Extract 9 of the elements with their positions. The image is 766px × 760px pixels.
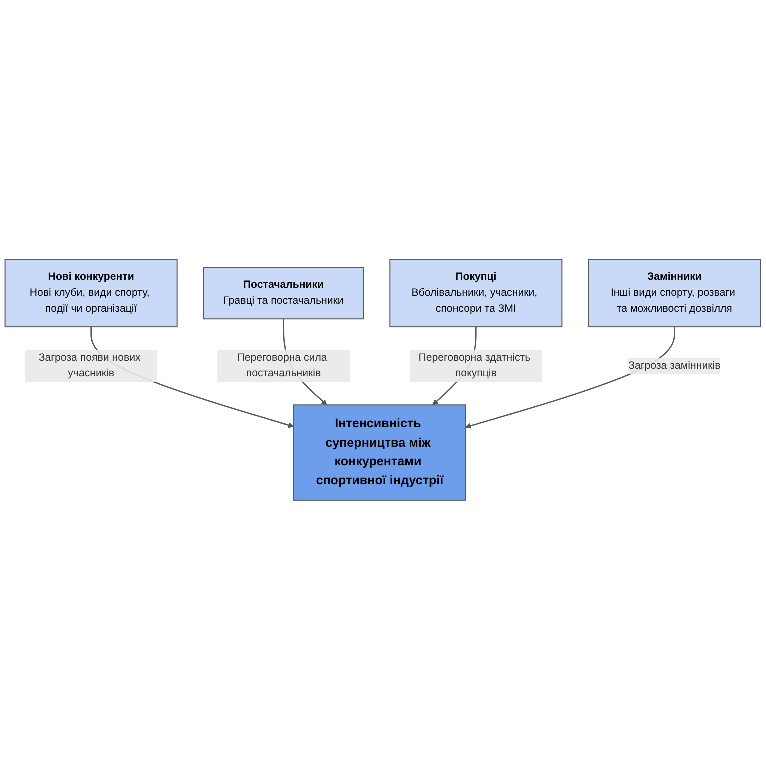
edge-label: Загроза появи нових учасників: [38, 352, 141, 380]
node-box: Нові конкуренти Нові клуби, види спорту, події чи організації: [4, 259, 178, 328]
node-box: Інтенсивність суперництва між конкурентами спортивної індустрії: [293, 404, 466, 501]
edge-label: Переговорна здатність покупців: [418, 352, 531, 380]
edge-label: Загроза замінників: [628, 360, 721, 372]
node-box: Замінники Інші види спорту, розваги та можливості дозвілля: [588, 259, 762, 328]
node-box: Постачальники Гравці та постачальники: [203, 267, 364, 320]
edge-label: Переговорна сила постачальників: [237, 352, 328, 380]
node-box: Покупці Вболівальники, учасники, спонсори та ЗМІ: [390, 259, 563, 328]
